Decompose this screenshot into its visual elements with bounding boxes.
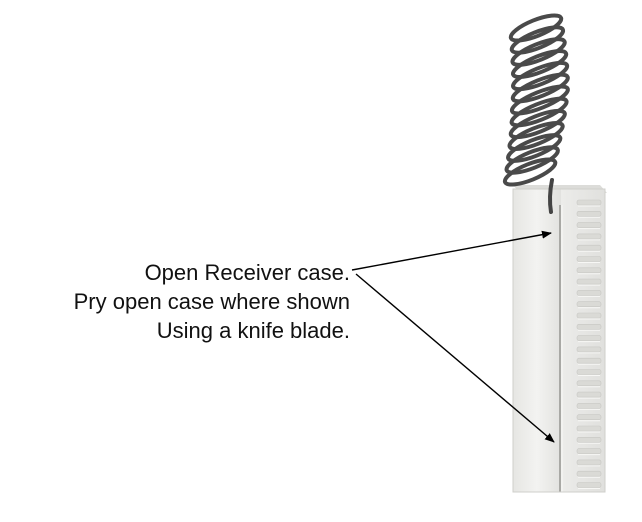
antenna-coil-loop — [511, 48, 569, 80]
case-rib — [576, 312, 602, 319]
antenna-coil-loop — [508, 13, 564, 43]
case-rib — [576, 414, 602, 421]
case-left-panel — [513, 189, 561, 492]
case-rib — [576, 482, 602, 488]
antenna-coil-loop — [506, 133, 563, 163]
case-rib — [576, 346, 602, 353]
instruction-callout: Open Receiver case. Pry open case where … — [74, 258, 350, 345]
case-rib — [576, 335, 602, 341]
case-rib — [576, 323, 602, 330]
case-rib — [576, 380, 602, 387]
antenna-coil-loop — [508, 108, 567, 140]
arrow-pointer-bottom — [355, 273, 555, 443]
case-outline — [512, 188, 606, 493]
case-rib — [576, 211, 602, 217]
case-rib — [576, 199, 602, 206]
case-ribs — [576, 199, 602, 489]
antenna-coil-loop — [507, 120, 565, 152]
antenna-lead — [547, 178, 554, 214]
instruction-line-2: Pry open case where shown — [73, 289, 350, 314]
case-rib — [576, 233, 602, 240]
antenna-coil-loop — [510, 72, 570, 104]
coiled-antenna-icon — [502, 13, 570, 214]
case-rib — [576, 403, 602, 409]
case-rib — [576, 391, 602, 398]
antenna-coil-loop — [509, 84, 570, 116]
case-rib — [576, 278, 602, 285]
case-rib — [576, 256, 602, 262]
case-rib — [576, 357, 602, 364]
antenna-coil-loop — [510, 37, 567, 67]
case-rib — [576, 301, 602, 308]
case-rib — [576, 459, 602, 466]
case-rib — [576, 448, 602, 454]
case-rib — [576, 290, 602, 296]
antenna-coil-loop — [504, 145, 560, 175]
antenna-coil-loop — [511, 60, 570, 92]
case-rib — [576, 267, 602, 274]
instruction-line-3: Using a knife blade. — [156, 318, 350, 343]
arrow-pointer-top — [351, 230, 552, 271]
case-rib — [576, 470, 602, 477]
case-rib — [576, 244, 602, 251]
case-rib — [576, 222, 602, 228]
instruction-line-1: Open Receiver case. — [144, 260, 350, 285]
case-rib — [576, 369, 602, 375]
receiver-case — [512, 185, 607, 493]
antenna-coil-loop — [509, 25, 566, 55]
antenna-coil-loop — [509, 96, 569, 128]
case-rib — [576, 436, 602, 443]
case-rib — [576, 425, 602, 432]
antenna-coil-loop — [502, 157, 558, 187]
